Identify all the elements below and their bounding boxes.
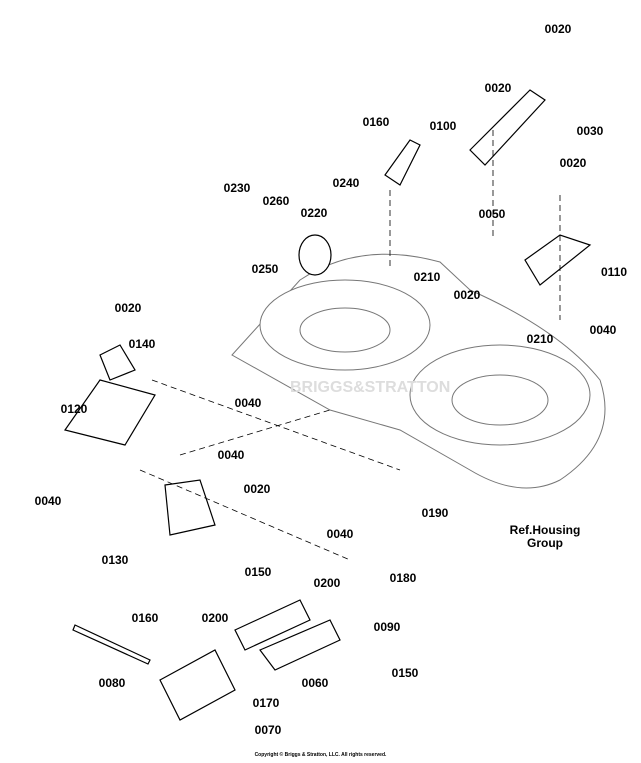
callout-0220: 0220	[301, 206, 328, 220]
mower-deck-housing: BRIGGS&STRATTON	[231, 253, 606, 489]
callout-0040: 0040	[235, 396, 262, 410]
callout-0060: 0060	[302, 676, 329, 690]
callout-0040: 0040	[218, 448, 245, 462]
callout-0160: 0160	[363, 115, 390, 129]
callout-0100: 0100	[430, 119, 457, 133]
callout-0230: 0230	[224, 181, 251, 195]
callout-0040: 0040	[327, 527, 354, 541]
callout-0020: 0020	[115, 301, 142, 315]
callout-0020: 0020	[454, 288, 481, 302]
callout-0080: 0080	[99, 676, 126, 690]
callout-0070: 0070	[255, 723, 282, 737]
callout-0050: 0050	[479, 207, 506, 221]
ref-housing-label: Ref.Housing	[510, 523, 581, 537]
callout-0150: 0150	[245, 565, 272, 579]
callout-0120: 0120	[61, 402, 88, 416]
watermark-logo: BRIGGS&STRATTON	[290, 379, 450, 396]
callout-0110: 0110	[601, 265, 627, 279]
callout-0180: 0180	[390, 571, 417, 585]
callout-0200: 0200	[314, 576, 341, 590]
callout-0210: 0210	[414, 270, 441, 284]
callout-0020: 0020	[545, 22, 572, 36]
callout-0130: 0130	[102, 553, 129, 567]
brackets	[64, 89, 592, 721]
callout-0200: 0200	[202, 611, 229, 625]
callout-0040: 0040	[590, 323, 617, 337]
callout-0090: 0090	[374, 620, 401, 634]
callout-labels: 0020 0020 0030 0160 0100 0020 0230 0260 0240 0220…	[35, 22, 628, 737]
idler-pulley	[298, 234, 332, 276]
callout-0020: 0020	[485, 81, 512, 95]
callout-0210: 0210	[527, 332, 554, 346]
callout-0030: 0030	[577, 124, 604, 138]
callout-0240: 0240	[333, 176, 360, 190]
copyright-text: Copyright © Briggs & Stratton, LLC. All …	[254, 752, 387, 758]
callout-0040: 0040	[35, 494, 62, 508]
callout-0260: 0260	[263, 194, 290, 208]
callout-0020: 0020	[560, 156, 587, 170]
callout-0150: 0150	[392, 666, 419, 680]
ref-group-label: Group	[527, 536, 563, 550]
callout-0250: 0250	[252, 262, 279, 276]
dashed-guides	[139, 130, 561, 561]
callout-0170: 0170	[253, 696, 280, 710]
callout-0140: 0140	[129, 337, 156, 351]
callout-0160: 0160	[132, 611, 159, 625]
reference-label: Ref.Housing Group	[510, 523, 581, 550]
callout-0190: 0190	[422, 506, 449, 520]
callout-0020: 0020	[244, 482, 271, 496]
